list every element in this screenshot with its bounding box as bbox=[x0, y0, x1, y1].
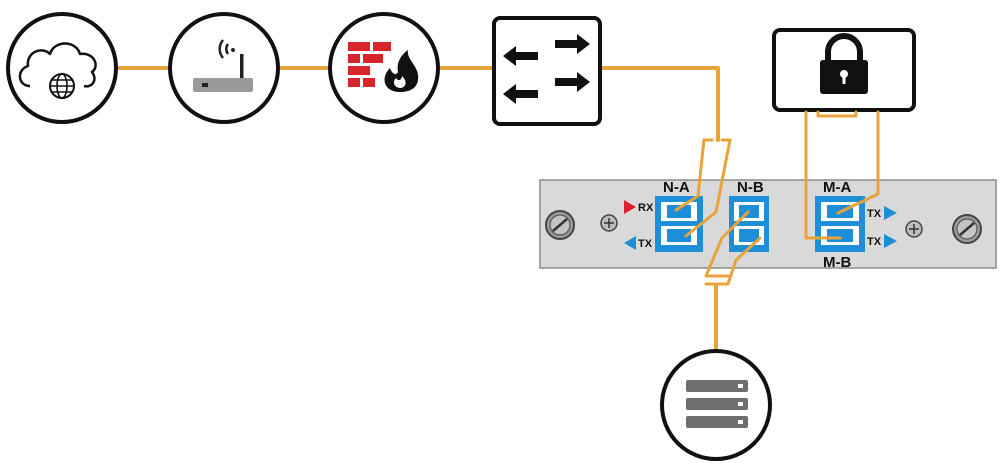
cable-switch-card bbox=[598, 66, 720, 142]
left-thumb-screw[interactable] bbox=[545, 210, 575, 240]
security-appliance-node[interactable] bbox=[772, 28, 916, 112]
internet-node[interactable] bbox=[6, 12, 118, 124]
tx-right-bottom-arrow-icon bbox=[884, 234, 897, 248]
wifi-router-icon bbox=[193, 39, 253, 92]
switch-node[interactable] bbox=[492, 16, 602, 126]
tx-right-top-arrow-icon bbox=[884, 206, 897, 220]
firewall-icon bbox=[348, 42, 419, 92]
left-small-screw bbox=[600, 214, 618, 232]
bypass-card: N-A N-B M-A M-B RX TX TX TX bbox=[539, 179, 997, 271]
fiber-appliance-to-m-a bbox=[836, 110, 880, 215]
label-n-b: N-B bbox=[737, 179, 764, 196]
label-rx: RX bbox=[638, 202, 654, 214]
cloud-globe-icon bbox=[18, 42, 97, 99]
cables bbox=[116, 66, 720, 354]
right-small-screw bbox=[905, 220, 923, 238]
label-tx-right-top: TX bbox=[867, 208, 882, 220]
label-tx-left: TX bbox=[638, 238, 653, 250]
firewall-node[interactable] bbox=[328, 12, 440, 124]
tx-left-arrow-icon bbox=[624, 236, 636, 250]
fiber-n-b-rx-to-server bbox=[704, 210, 750, 278]
port-n-a[interactable] bbox=[655, 196, 703, 252]
rx-arrow-icon bbox=[624, 200, 636, 214]
router-node[interactable] bbox=[168, 12, 280, 124]
label-n-a: N-A bbox=[663, 179, 690, 196]
fiber-switch-to-n-a-rx bbox=[674, 138, 714, 212]
label-tx-right-bottom: TX bbox=[867, 236, 882, 248]
server-rack-icon bbox=[686, 380, 748, 428]
server-node[interactable] bbox=[660, 349, 772, 461]
fiber-appliance-inner bbox=[816, 110, 858, 118]
fiber-appliance-to-m-b bbox=[804, 110, 842, 240]
fiber-routing bbox=[674, 110, 880, 286]
fiber-n-b-tx-to-server bbox=[704, 236, 762, 286]
switch-arrows-icon bbox=[503, 34, 590, 104]
right-thumb-screw[interactable] bbox=[952, 214, 982, 244]
label-m-b: M-B bbox=[823, 254, 851, 271]
fiber-switch-to-n-a-tx bbox=[684, 138, 732, 238]
padlock-icon bbox=[820, 33, 868, 94]
label-m-a: M-A bbox=[823, 179, 851, 196]
